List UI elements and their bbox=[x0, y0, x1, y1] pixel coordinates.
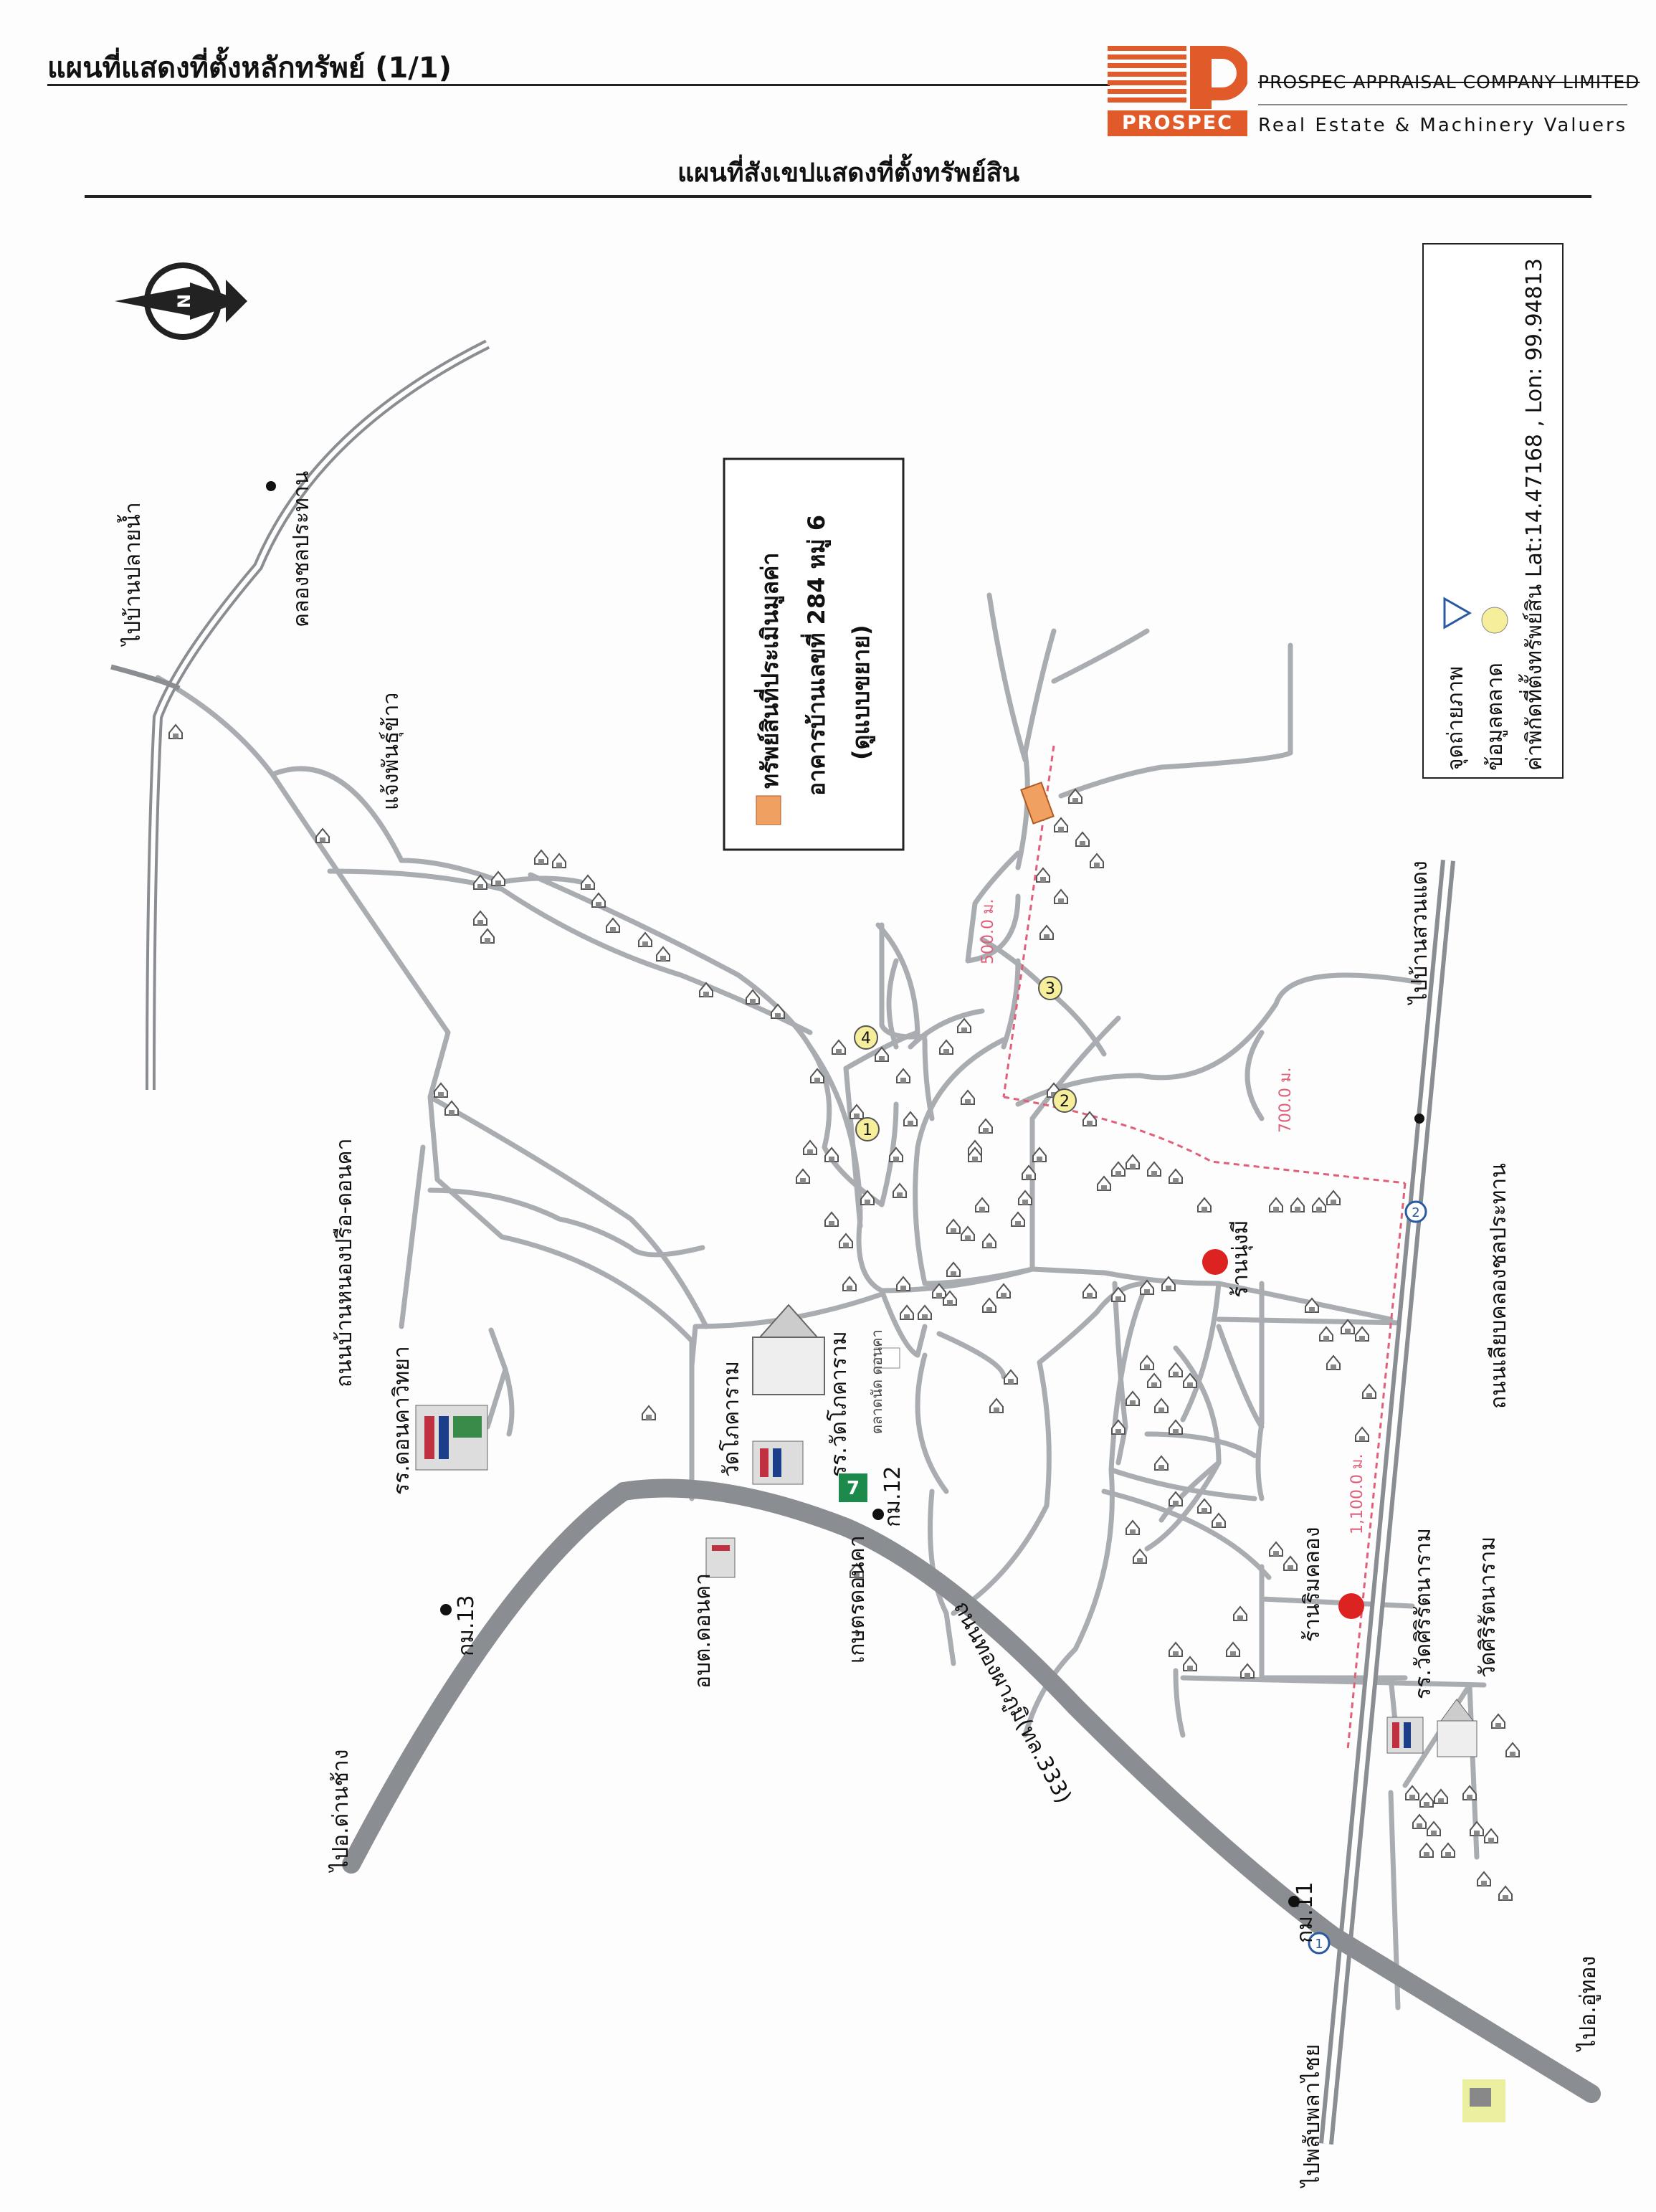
label-ran-nung-mee: ร้านนุ่งมี bbox=[1228, 1220, 1254, 1298]
compass-icon: N bbox=[115, 262, 247, 340]
market-point-1: 1 bbox=[855, 1117, 880, 1141]
key-market-icon bbox=[1481, 607, 1508, 634]
label-don-kha-school: รร.ดอนคาวิทยา bbox=[389, 1346, 414, 1495]
distance-label-700: 700.0 ม. bbox=[1277, 1068, 1295, 1133]
minor-roads bbox=[155, 592, 1487, 2011]
photo-point-2: 2 bbox=[1404, 1200, 1427, 1223]
label-km12: กม.12 bbox=[880, 1466, 905, 1527]
wat-sirat-school-icon bbox=[1386, 1717, 1424, 1754]
distance-lines bbox=[1002, 745, 1407, 1750]
label-village-road: ถนนบ้านหนองปรือ-ดอนคา bbox=[332, 1139, 357, 1387]
label-irrigation-canal: คลองชลประทาน bbox=[289, 471, 314, 627]
label-to-phlap-phla-chai: ไปพลับพลาไชย bbox=[1299, 2044, 1325, 2188]
shop-ran-nung-mee-marker bbox=[1202, 1249, 1228, 1275]
subject-property-marker bbox=[1020, 782, 1055, 825]
km11-dot bbox=[1288, 1896, 1300, 1907]
label-sao-don-kha: อบต.ดอนคา bbox=[690, 1573, 715, 1689]
svg-text:N: N bbox=[174, 294, 194, 308]
label-don-kha-market: ตลาดนัด ดอนคา bbox=[868, 1329, 885, 1434]
label-to-ban-suan-daeng: ไปบ้านสวนแดง bbox=[1407, 860, 1432, 1005]
header-rule-bottom bbox=[85, 195, 1591, 198]
company-name: PROSPEC APPRAISAL COMPANY LIMITED bbox=[1258, 72, 1640, 92]
market-point-3: 3 bbox=[1038, 976, 1062, 1000]
bottom-corner-icon bbox=[1462, 2079, 1505, 2122]
key-market-label: ข้อมูลตลาด bbox=[1483, 663, 1508, 771]
company-tagline: Real Estate & Machinery Valuers bbox=[1258, 115, 1628, 136]
distance-label-1100: 1,100.0 ม. bbox=[1348, 1454, 1366, 1534]
legend-line-1: ทรัพย์สินที่ประเมินมูลค่า bbox=[753, 553, 785, 789]
distance-label-500: 500.0 ม. bbox=[979, 899, 997, 964]
svg-text:1: 1 bbox=[862, 1121, 872, 1139]
market-point-4: 4 bbox=[854, 1025, 878, 1050]
market-point-2: 2 bbox=[1052, 1088, 1077, 1113]
highway-333 bbox=[342, 1478, 1601, 2103]
label-km11: กม.11 bbox=[1293, 1881, 1318, 1943]
seven-eleven-icon: 7 bbox=[839, 1473, 867, 1502]
prospec-logo: PROSPEC bbox=[1108, 44, 1250, 138]
logo-graphic bbox=[1108, 46, 1250, 109]
legend-line-3: (ดูแบบขยาย) bbox=[847, 625, 876, 760]
photo-points: 1 2 bbox=[1308, 1200, 1427, 1955]
key-box: จุดถ่ายภาพ ข้อมูลตลาด ค่าพิกัดที่ตั้งทรั… bbox=[1422, 243, 1564, 779]
svg-text:1: 1 bbox=[1315, 1937, 1323, 1952]
label-wat-kokaram-school: รร.วัดโภคาราม bbox=[826, 1331, 852, 1477]
label-agri-don-kha: เกษตรดอนคา bbox=[844, 1535, 870, 1663]
sao-office-icon bbox=[705, 1537, 736, 1578]
document-title: แผนที่แสดงที่ตั้งหลักทรัพย์ (1/1) bbox=[47, 52, 452, 85]
wat-kokaram-school-icon bbox=[752, 1440, 804, 1485]
label-to-dan-chang: ไปอ.ด่านช้าง bbox=[328, 1750, 353, 1873]
bypass-dot bbox=[1414, 1114, 1424, 1124]
km13-dot bbox=[440, 1604, 452, 1615]
legend-line-2: อาคารบ้านเลขที่ 284 หมู่ 6 bbox=[800, 515, 832, 796]
irrigation-canal bbox=[110, 339, 490, 1091]
key-photo-label: จุดถ่ายภาพ bbox=[1443, 666, 1469, 771]
key-coords-label: ค่าพิกัดที่ตั้งทรัพย์สิน Lat:14.47168 , … bbox=[1518, 258, 1547, 771]
bypass-road bbox=[1319, 860, 1455, 2145]
market-points: 1 2 3 4 bbox=[854, 976, 1077, 1141]
svg-text:4: 4 bbox=[861, 1030, 871, 1048]
distance-labels: 500.0 ม. 700.0 ม. 1,100.0 ม. bbox=[979, 899, 1366, 1534]
label-rice-field: แจ้งพันธุ์ข้าว bbox=[379, 693, 404, 810]
header-rule-top bbox=[47, 84, 1110, 86]
wat-sirat-temple-icon bbox=[1437, 1699, 1477, 1757]
canal-dot bbox=[266, 481, 276, 491]
svg-text:2: 2 bbox=[1412, 1205, 1419, 1220]
label-ran-rim-khlong: ร้านริมคลอง bbox=[1300, 1527, 1325, 1642]
legend-box: ทรัพย์สินที่ประเมินมูลค่า อาคารบ้านเลขที… bbox=[723, 457, 905, 851]
don-kha-school-icon bbox=[415, 1405, 488, 1471]
wat-kokaram-icon bbox=[752, 1304, 825, 1395]
legend-swatch bbox=[756, 795, 781, 825]
company-rule bbox=[1258, 104, 1627, 105]
label-wat-kokaram: วัดโภคาราม bbox=[718, 1361, 744, 1477]
label-wat-sirat: วัดศิริรัตนาราม bbox=[1475, 1537, 1500, 1678]
label-to-u-thong: ไปอ.อู่ทอง bbox=[1575, 1956, 1601, 2052]
house-markers bbox=[168, 724, 1520, 1901]
label-km13: กม.13 bbox=[454, 1595, 479, 1656]
key-photo-icon bbox=[1443, 597, 1472, 630]
map-labels: ไปบ้านปลายน้ำ คลองชลประทาน แจ้งพันธุ์ข้า… bbox=[117, 471, 1601, 2188]
map-subtitle: แผนที่สังเขปแสดงที่ตั้งทรัพย์สิน bbox=[677, 158, 1020, 188]
label-to-ban-plai-nam: ไปบ้านปลายน้ำ bbox=[117, 502, 146, 647]
label-wat-sirat-school: รร.วัดศิริรัตนาราม bbox=[1411, 1528, 1436, 1699]
shop-ran-rim-khlong-marker bbox=[1338, 1593, 1364, 1619]
svg-text:7: 7 bbox=[847, 1478, 860, 1499]
logo-wordmark: PROSPEC bbox=[1108, 110, 1247, 136]
km12-dot bbox=[872, 1509, 884, 1520]
photo-point-1: 1 bbox=[1308, 1932, 1331, 1955]
market-icon bbox=[874, 1347, 900, 1369]
svg-text:2: 2 bbox=[1060, 1093, 1070, 1111]
label-main-highway: ถนนทองผาภูมิ(ทล.333) bbox=[948, 1597, 1076, 1808]
label-bypass-road: ถนนเลียบคลองชลประทาน bbox=[1486, 1163, 1511, 1409]
svg-text:3: 3 bbox=[1045, 980, 1055, 998]
